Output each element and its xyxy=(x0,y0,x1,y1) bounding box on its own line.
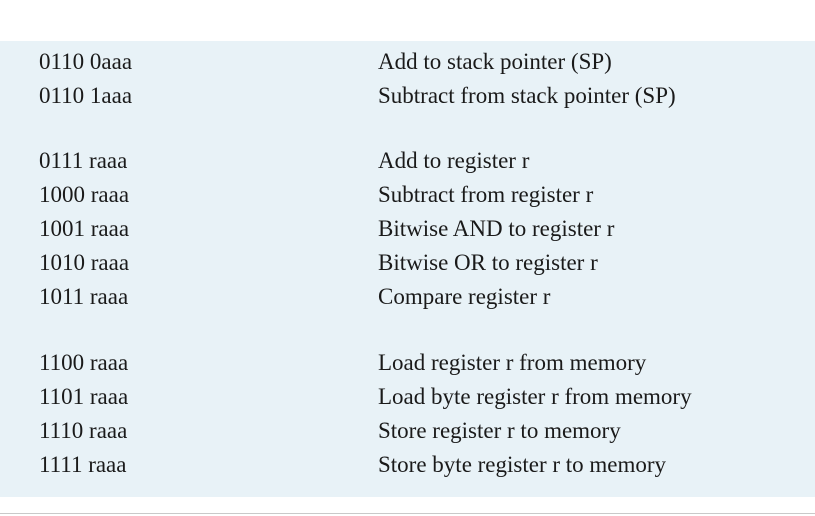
description-cell: Store register r to memory xyxy=(378,418,621,443)
opcode-cell: 1101 raaa xyxy=(39,384,129,409)
table-row: 1111 raaa Store byte register r to memor… xyxy=(0,448,815,482)
table-row: 1101 raaa Load byte register r from memo… xyxy=(0,380,815,414)
description-cell: Subtract from register r xyxy=(378,182,594,207)
opcode-cell: 1000 raaa xyxy=(39,182,130,207)
table-row: 1010 raaa Bitwise OR to register r xyxy=(0,246,815,280)
description-cell: Store byte register r to memory xyxy=(378,452,667,477)
description-cell: Bitwise AND to register r xyxy=(378,216,615,241)
table-row: 1011 raaa Compare register r xyxy=(0,280,815,314)
description-cell: Load register r from memory xyxy=(378,350,647,375)
opcode-cell: 0111 raaa xyxy=(39,148,128,173)
description-cell: Bitwise OR to register r xyxy=(378,250,598,275)
description-cell: Compare register r xyxy=(378,284,551,309)
table-row: 1000 raaa Subtract from register r xyxy=(0,178,815,212)
opcode-cell: 1111 raaa xyxy=(39,452,127,477)
description-cell: Load byte register r from memory xyxy=(378,384,692,409)
description-cell: Subtract from stack pointer (SP) xyxy=(378,83,676,108)
opcode-cell: 0110 1aaa xyxy=(39,83,133,108)
table-row: 0111 raaa Add to register r xyxy=(0,144,815,178)
opcode-cell: 1001 raaa xyxy=(39,216,130,241)
description-cell: Add to stack pointer (SP) xyxy=(378,49,612,74)
table-row: 1001 raaa Bitwise AND to register r xyxy=(0,212,815,246)
opcode-cell: 1011 raaa xyxy=(39,284,129,309)
bottom-divider xyxy=(0,513,815,514)
opcode-cell: 1110 raaa xyxy=(39,418,128,443)
description-cell: Add to register r xyxy=(378,148,530,173)
table-row: 0110 1aaa Subtract from stack pointer (S… xyxy=(0,79,815,113)
opcode-cell: 1010 raaa xyxy=(39,250,130,275)
instruction-table: 0110 0aaa Add to stack pointer (SP) 0110… xyxy=(0,41,815,497)
opcode-cell: 1100 raaa xyxy=(39,350,129,375)
opcode-cell: 0110 0aaa xyxy=(39,49,133,74)
table-row: 1110 raaa Store register r to memory xyxy=(0,414,815,448)
table-row: 0110 0aaa Add to stack pointer (SP) xyxy=(0,45,815,79)
table-row: 1100 raaa Load register r from memory xyxy=(0,346,815,380)
